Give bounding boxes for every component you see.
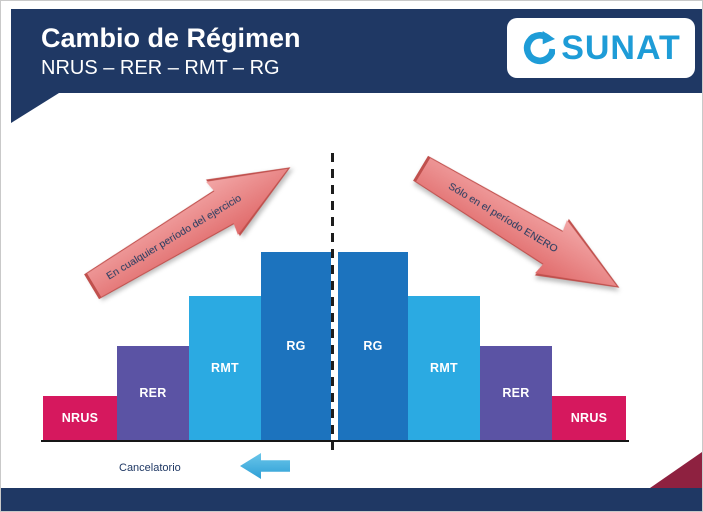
baseline	[41, 440, 629, 442]
header-tail-shape	[11, 93, 59, 123]
bar-rmt-right: RMT	[408, 296, 480, 440]
center-dashed-line	[331, 153, 334, 451]
bar-nrus-right: NRUS	[552, 396, 626, 440]
sunat-logo-icon	[521, 31, 556, 65]
bar-label: RMT	[430, 361, 458, 375]
bar-label: RMT	[211, 361, 239, 375]
cancelatorio-label: Cancelatorio	[119, 462, 181, 474]
right-arrow-label: Sólo en el período ENERO	[446, 180, 560, 256]
right-transition-arrow: Sólo en el período ENERO	[404, 140, 637, 316]
bar-label: NRUS	[570, 411, 608, 425]
left-arrow-label: En cualquier período del ejercicio	[104, 192, 244, 283]
corner-accent-triangle	[650, 452, 702, 488]
footer-band	[1, 488, 702, 511]
left-pointing-blue-arrow-icon	[240, 453, 290, 479]
bar-label: RER	[502, 386, 530, 400]
sunat-logo-text: SUNAT	[561, 28, 681, 67]
page-subtitle: NRUS – RER – RMT – RG	[41, 57, 280, 80]
sunat-logo: SUNAT	[507, 18, 695, 78]
bar-rg-right: RG	[338, 252, 408, 440]
header-band: Cambio de Régimen NRUS – RER – RMT – RG …	[11, 9, 702, 93]
bar-label: RG	[363, 339, 383, 353]
bar-label: RG	[286, 339, 306, 353]
bar-rer-right: RER	[480, 346, 552, 440]
page-title: Cambio de Régimen	[41, 23, 301, 53]
bar-nrus-left: NRUS	[43, 396, 117, 440]
bar-label: RER	[139, 386, 167, 400]
bar-rg-left: RG	[261, 252, 331, 440]
header-text-block: Cambio de Régimen NRUS – RER – RMT – RG	[11, 9, 301, 81]
bar-rmt-left: RMT	[189, 296, 261, 440]
bar-rer-left: RER	[117, 346, 189, 440]
bar-label: NRUS	[61, 411, 99, 425]
